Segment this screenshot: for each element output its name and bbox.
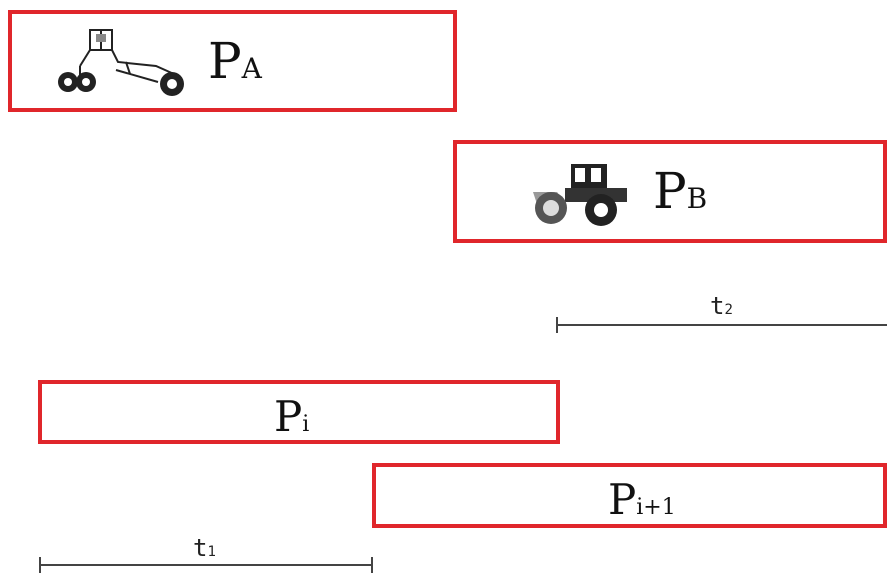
box-pb: PB: [453, 140, 887, 243]
label-pb: PB: [653, 166, 707, 216]
label-pi: Pi: [274, 396, 309, 438]
label-pi1-sub: i+1: [636, 495, 676, 520]
label-t2-sub: 2: [724, 302, 733, 318]
label-pb-sub: B: [686, 182, 708, 215]
label-pa: PA: [208, 36, 262, 86]
label-pi-main: P: [274, 392, 303, 441]
label-pa-main: P: [208, 32, 242, 90]
box-pi: Pi: [38, 380, 560, 444]
label-pi1: Pi+1: [608, 479, 676, 521]
timeline-t2: [556, 317, 887, 333]
timeline-t1: [39, 557, 373, 573]
label-t2: t2: [710, 294, 733, 318]
road-roller-icon: [533, 164, 627, 226]
label-pb-main: P: [653, 162, 687, 220]
label-pi1-main: P: [608, 475, 637, 524]
label-pi-sub: i: [302, 412, 310, 437]
box-pa: PA: [8, 10, 457, 112]
motor-grader-icon: [58, 29, 184, 96]
label-pa-sub: A: [241, 52, 262, 85]
box-pi1: Pi+1: [372, 463, 887, 528]
label-t1: t1: [193, 536, 216, 560]
label-t1-sub: 1: [207, 544, 216, 560]
label-t1-main: t: [193, 534, 208, 562]
label-t2-main: t: [710, 292, 725, 320]
